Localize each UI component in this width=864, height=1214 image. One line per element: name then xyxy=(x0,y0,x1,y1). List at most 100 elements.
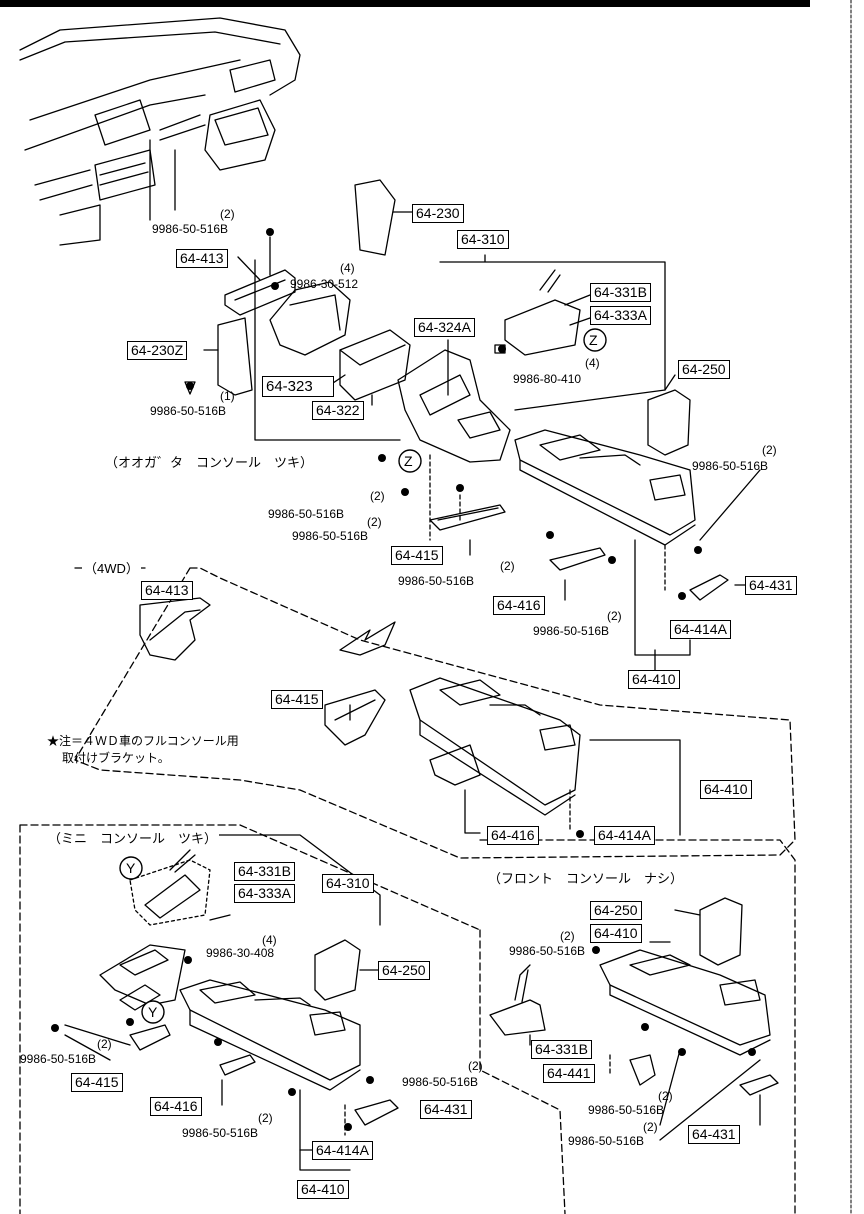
part-number-box[interactable]: 64-413 xyxy=(141,581,193,600)
part-number-box[interactable]: 64-250 xyxy=(590,901,642,920)
note-line-1: ★注＝４ＷＤ車のフルコンソール用 xyxy=(47,734,239,748)
screw-icon xyxy=(592,946,600,954)
part-number-box[interactable]: 64-431 xyxy=(420,1100,472,1119)
part-64-230z-panel xyxy=(217,317,253,396)
section-header-large-console: （オオガ゛タ コンソール ツキ） xyxy=(105,455,314,470)
fastener-part-no: 9986-50-516B xyxy=(402,1075,479,1089)
part-shift-boot xyxy=(504,299,581,356)
part-main-console xyxy=(514,429,696,536)
part-number-box[interactable]: 64-410 xyxy=(297,1180,349,1199)
part-number-box[interactable]: 64-413 xyxy=(176,249,228,268)
part-number-box[interactable]: 64-331B xyxy=(234,862,295,881)
fastener-qty: (1) xyxy=(220,389,235,403)
fastener-qty: (4) xyxy=(585,356,600,370)
fastener-part-no: 9986-30-408 xyxy=(206,946,275,960)
part-number-box[interactable]: 64-410 xyxy=(628,670,680,689)
part-number-box[interactable]: 64-310 xyxy=(457,230,509,249)
part-number-box[interactable]: 64-323 xyxy=(262,376,334,397)
part-number-box[interactable]: 64-250 xyxy=(378,961,430,980)
part-number-box[interactable]: 64-414A xyxy=(594,826,655,845)
fastener-qty: (2) xyxy=(258,1111,273,1125)
fastener-part-no: 9986-50-516B xyxy=(182,1126,259,1140)
screw-icon xyxy=(366,1076,374,1084)
part-number-box[interactable]: 64-414A xyxy=(312,1141,373,1160)
part-64-230-panel xyxy=(354,179,396,256)
section-header-no-front-console: （フロント コンソール ナシ） xyxy=(488,871,684,886)
part-number-box[interactable]: 64-415 xyxy=(391,546,443,565)
region-4wd xyxy=(74,567,796,859)
fastener-qty: (2) xyxy=(370,489,385,503)
part-64-323-box xyxy=(339,329,411,401)
fastener-part-no: 9986-50-516B xyxy=(588,1103,665,1117)
part-number-box[interactable]: 64-322 xyxy=(312,401,364,420)
part-number-box[interactable]: 64-230 xyxy=(412,204,464,223)
callout-circle xyxy=(141,1000,165,1024)
part-number-box[interactable]: 64-230Z xyxy=(127,341,188,360)
nut-icon xyxy=(498,345,506,353)
fastener-qty: (2) xyxy=(500,559,515,573)
region-no-front-console xyxy=(479,839,796,1214)
grommet-icon xyxy=(344,1123,352,1131)
part-number-box[interactable]: 64-416 xyxy=(493,596,545,615)
part-number-box[interactable]: 64-416 xyxy=(487,826,539,845)
part-number-box[interactable]: 64-414A xyxy=(670,620,731,639)
screw-icon xyxy=(401,488,409,496)
callout-circle xyxy=(583,328,607,352)
part-number-box[interactable]: 64-415 xyxy=(71,1073,123,1092)
section-header-mini-console: （ミニ コンソール ツキ） xyxy=(46,831,220,847)
screw-icon xyxy=(51,1024,59,1032)
part-64-413-bracket xyxy=(224,269,296,316)
fastener-part-no: 9986-50-516B xyxy=(150,404,227,418)
section-header-4wd: （4WD） xyxy=(82,561,141,577)
fastener-qty: (2) xyxy=(762,443,777,457)
part-number-box[interactable]: 64-410 xyxy=(700,780,752,799)
part-number-box[interactable]: 64-431 xyxy=(688,1125,740,1144)
callout-circle xyxy=(398,449,422,473)
screw-icon xyxy=(266,228,274,236)
fastener-part-no: 9986-50-516B xyxy=(292,529,369,543)
part-number-box[interactable]: 64-250 xyxy=(678,360,730,379)
screw-icon xyxy=(214,1038,222,1046)
callout-z: Z xyxy=(404,453,413,469)
fastener-qty: (2) xyxy=(658,1089,673,1103)
part-number-box[interactable]: 64-416 xyxy=(150,1097,202,1116)
part-number-box[interactable]: 64-431 xyxy=(745,576,797,595)
fastener-part-no: 9986-50-516B xyxy=(398,574,475,588)
screw-icon xyxy=(378,454,386,462)
fastener-part-no: 9986-50-516B xyxy=(568,1134,645,1148)
part-housing xyxy=(269,281,351,356)
screw-icon xyxy=(271,282,279,290)
fastener-qty: (2) xyxy=(607,609,622,623)
part-number-box[interactable]: 64-441 xyxy=(543,1064,595,1083)
fastener-part-no: 9986-50-516B xyxy=(268,507,345,521)
screw-icon xyxy=(186,382,194,390)
callout-circle xyxy=(119,856,143,880)
fastener-qty: (2) xyxy=(468,1059,483,1073)
part-number-box[interactable]: 64-324A xyxy=(414,318,475,337)
fastener-part-no: 9986-50-516B xyxy=(152,222,229,236)
part-number-box[interactable]: 64-331B xyxy=(531,1040,592,1059)
fastener-part-no: 9986-50-516B xyxy=(533,624,610,638)
fastener-qty: (2) xyxy=(220,207,235,221)
part-number-box[interactable]: 64-415 xyxy=(271,690,323,709)
part-number-box[interactable]: 64-333A xyxy=(590,306,651,325)
screw-icon xyxy=(641,1023,649,1031)
grommet-icon xyxy=(678,592,686,600)
screw-icon xyxy=(456,484,464,492)
part-number-box[interactable]: 64-331B xyxy=(590,283,651,302)
part-number-box[interactable]: 64-333A xyxy=(234,884,295,903)
dashboard-illustration xyxy=(19,17,301,246)
part-number-box[interactable]: 64-410 xyxy=(590,924,642,943)
top-border-bar xyxy=(0,0,810,7)
screw-icon xyxy=(184,956,192,964)
screw-icon xyxy=(748,1048,756,1056)
fastener-part-no: 9986-80-410 xyxy=(513,372,582,386)
fastener-part-no: 9986-30-512 xyxy=(290,277,359,291)
part-number-box[interactable]: 64-310 xyxy=(322,874,374,893)
part-cup-holder xyxy=(647,389,691,456)
fastener-qty: (2) xyxy=(367,515,382,529)
fastener-qty: (2) xyxy=(560,929,575,943)
screw-icon xyxy=(546,531,554,539)
screw-icon xyxy=(126,1018,134,1026)
